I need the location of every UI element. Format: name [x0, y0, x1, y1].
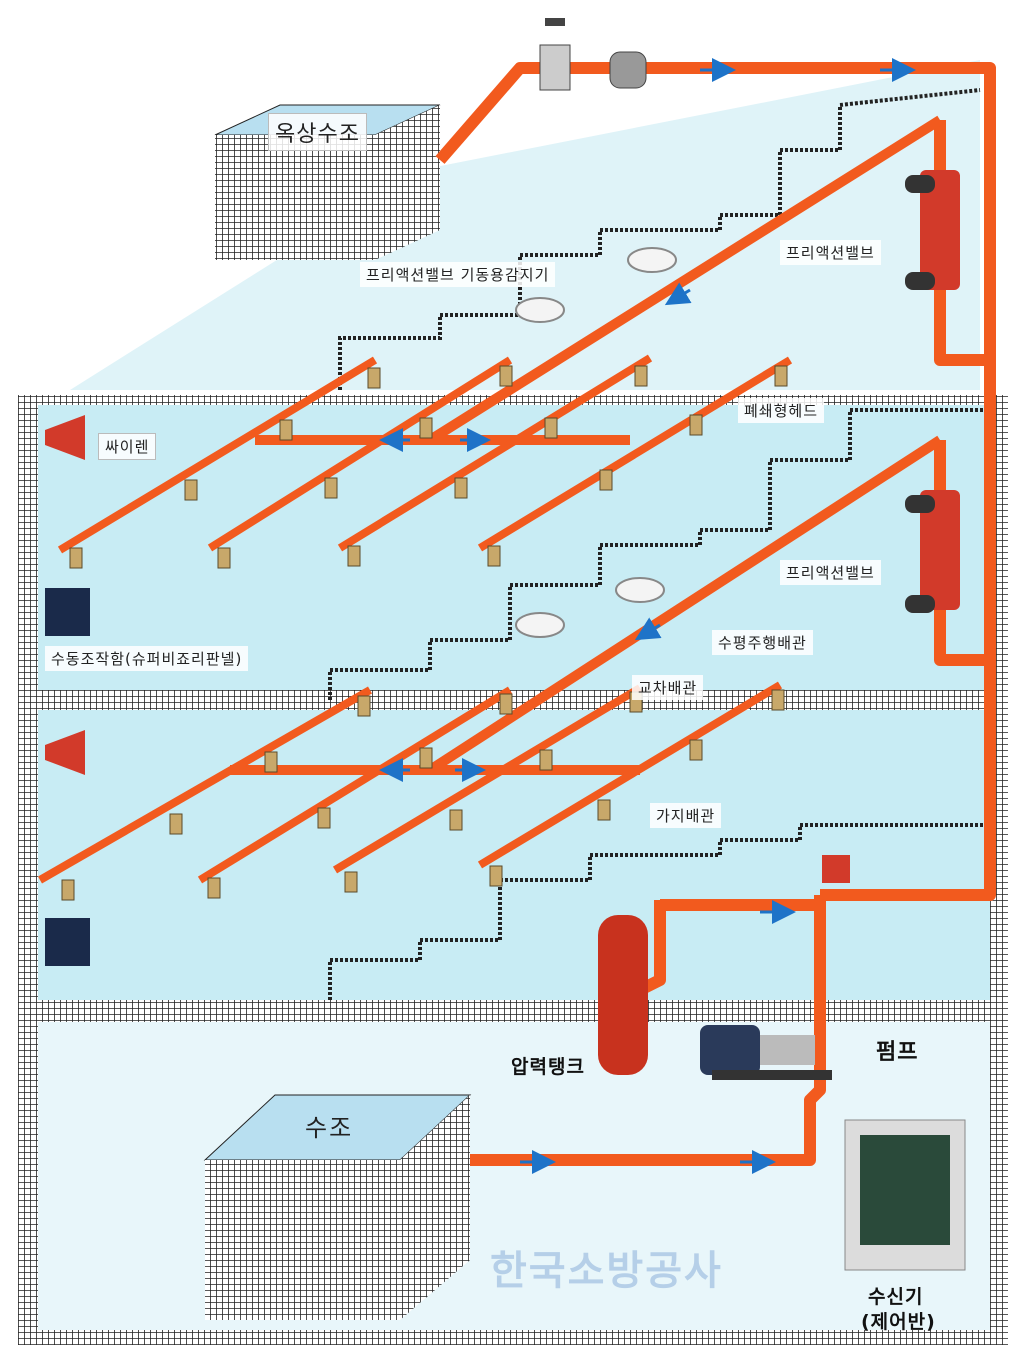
branch-pipes: [38, 354, 793, 884]
preaction-valve-upper: [905, 170, 960, 290]
watermark: 한국소방공사: [490, 1248, 723, 1294]
pump-valve: [822, 855, 850, 883]
control-panel-icon: [844, 1119, 966, 1271]
rooftop-gate-valve: [539, 18, 647, 91]
preaction-valve-label-upper: 프리액션밸브: [780, 240, 881, 265]
ceiling-step-upper: [338, 88, 981, 390]
manual-box-upper: [45, 588, 90, 636]
roof-floor: [70, 60, 980, 390]
pressure-tank-icon: [598, 915, 648, 1075]
ceiling-step-basement: [328, 823, 990, 1000]
basement-slab: [18, 1000, 1008, 1022]
floor-slab: [18, 690, 1008, 710]
manual-box-label: 수동조작함(슈퍼비죠리판넬): [45, 646, 249, 671]
ceiling-step-lower: [328, 408, 990, 700]
flow-arrows: [379, 58, 916, 1174]
branch-pipe-label: 가지배관: [650, 803, 722, 828]
water-tank: [205, 1160, 400, 1320]
preaction-valve-lower: [905, 490, 960, 613]
sprinkler-heads: [61, 365, 788, 901]
manual-box-lower: [45, 918, 90, 966]
pump-label: 펌프: [876, 1040, 919, 1065]
siren-label: 싸이렌: [98, 433, 157, 460]
pressure-tank-label: 압력탱크: [511, 1056, 585, 1078]
preaction-detector-label: 프리액션밸브 기동용감지기: [360, 262, 556, 287]
smoke-detectors: [515, 247, 677, 638]
rooftop-tank-label: 옥상수조: [268, 113, 367, 151]
closed-head-label: 폐쇄형헤드: [738, 398, 825, 423]
water-tank-label: 수조: [305, 1114, 354, 1142]
control-panel-label-line1: 수신기: [868, 1286, 924, 1308]
siren-icons: [45, 415, 85, 775]
cross-main-label: 교차배관: [632, 675, 704, 700]
control-panel-label-line2: (제어반): [861, 1311, 936, 1333]
horizontal-main-label: 수평주행배관: [712, 630, 813, 655]
lower-floor: [38, 710, 990, 1000]
pump-icon: [700, 1025, 832, 1080]
rooftop-tank: [215, 135, 375, 260]
preaction-valve-label-lower: 프리액션밸브: [780, 560, 881, 585]
upper-floor: [38, 405, 990, 690]
